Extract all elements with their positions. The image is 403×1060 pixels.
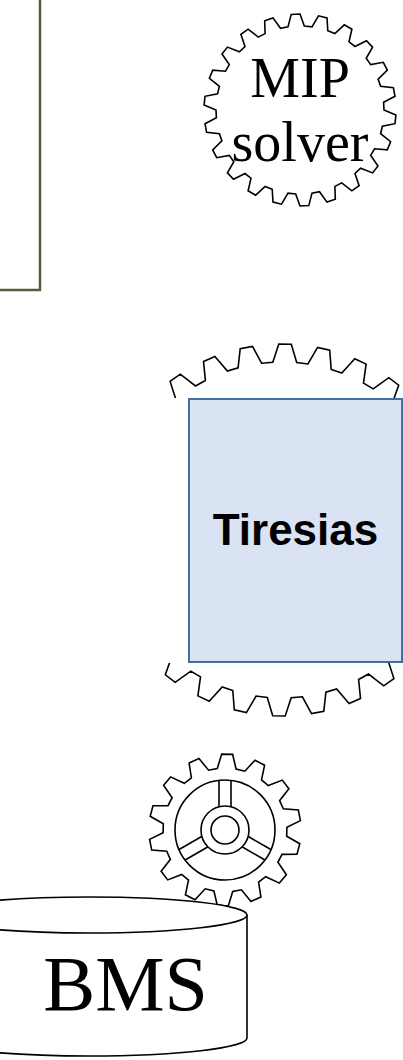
node-label: MIP solver xyxy=(220,46,380,174)
frame-corner xyxy=(0,0,40,290)
small-gear xyxy=(150,754,301,906)
gear-outline-path xyxy=(204,14,396,206)
spoke-line xyxy=(241,846,265,860)
spoke-line xyxy=(230,780,232,808)
node-label: BMS xyxy=(43,945,208,1023)
middle-gear xyxy=(96,344,403,716)
gear-hub xyxy=(201,806,249,854)
gear-rim xyxy=(175,780,275,880)
solver-gear: MIP solver xyxy=(205,15,395,205)
spoke-line xyxy=(185,846,209,860)
process-box: Tiresias xyxy=(188,398,403,663)
spoke-line xyxy=(218,780,220,808)
spoke-line xyxy=(247,836,271,850)
gear-axle xyxy=(211,816,239,844)
gear-spokes xyxy=(179,780,272,860)
node-label: Tiresias xyxy=(213,504,379,557)
spoke-line xyxy=(179,836,203,850)
cylinder-lid xyxy=(0,915,247,933)
cylinder-body xyxy=(0,897,247,1056)
database-cylinder: BMS xyxy=(0,895,248,1058)
gear-outline xyxy=(205,15,395,205)
